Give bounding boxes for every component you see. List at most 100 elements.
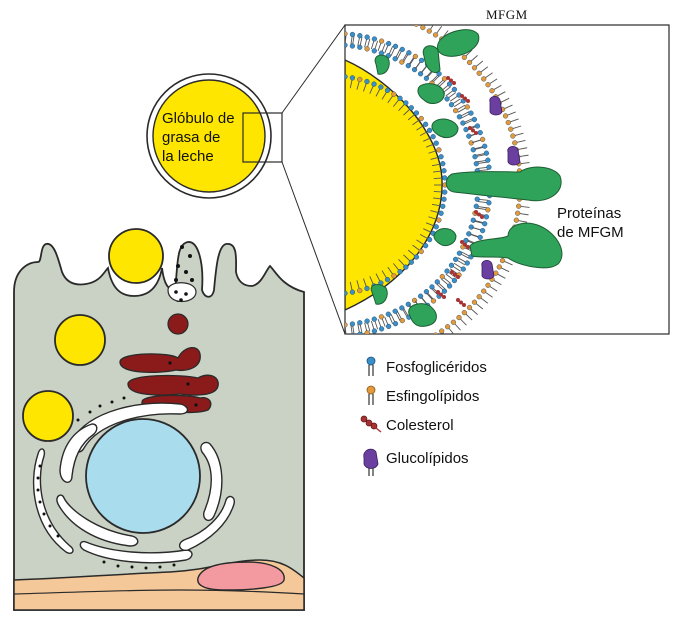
lipid-head xyxy=(484,214,489,219)
lipid-tail xyxy=(382,359,385,369)
lipid-tail xyxy=(389,3,392,13)
glycolipid-purple-icon xyxy=(364,449,378,476)
lipid-tail xyxy=(410,349,415,358)
lipid-head xyxy=(385,88,390,93)
lipid-head xyxy=(379,326,384,331)
lipid-head xyxy=(453,257,458,262)
lipid-head xyxy=(462,310,467,315)
lipid-head xyxy=(414,22,419,27)
lipid-head xyxy=(433,333,438,338)
lipid-head xyxy=(393,13,398,18)
lipid-head xyxy=(500,258,505,263)
lipid-head xyxy=(372,7,377,12)
lipid-tail xyxy=(337,325,338,335)
legend-label-phosphoglycerides: Fosfoglicéridos xyxy=(386,359,487,376)
lipid-head xyxy=(328,335,333,340)
fat-droplet-1 xyxy=(55,315,105,365)
lipid-head xyxy=(486,82,491,87)
lipid-head xyxy=(445,324,450,329)
lipid-head xyxy=(350,32,355,37)
lipid-head xyxy=(487,200,492,205)
lipid-head xyxy=(497,265,502,270)
lipid-head xyxy=(439,329,444,334)
lipid-head xyxy=(400,47,405,52)
lipid-tail xyxy=(410,12,415,21)
lipid-head xyxy=(475,197,480,202)
cholesterol-mark xyxy=(474,131,478,135)
lipid-head xyxy=(465,261,470,266)
lipid-tail xyxy=(367,0,369,8)
lipid-tail xyxy=(352,364,353,374)
lipid-head xyxy=(398,269,403,274)
lipid-head xyxy=(462,55,467,60)
lipid-head xyxy=(457,315,462,320)
lipid-head xyxy=(433,33,438,38)
lipid-head xyxy=(409,105,414,110)
lipid-tail xyxy=(382,1,385,11)
lipid-head xyxy=(393,309,398,314)
cholesterol-mark xyxy=(452,81,456,85)
lipid-head xyxy=(481,289,486,294)
lipid-head xyxy=(379,39,384,44)
lipid-head xyxy=(477,294,482,299)
lipid-head xyxy=(407,347,412,352)
lipid-head xyxy=(385,277,390,282)
lipid-head xyxy=(398,96,403,101)
lipid-head xyxy=(453,108,458,113)
lipid-head xyxy=(335,363,340,368)
lipid-head xyxy=(420,340,425,345)
lipid-tail xyxy=(360,363,362,373)
golgi-vesicle xyxy=(168,314,188,334)
lipid-head xyxy=(328,323,333,328)
lipid-head xyxy=(475,124,480,129)
lipid-head xyxy=(365,6,370,11)
lipid-head xyxy=(335,74,340,79)
lipid-head xyxy=(335,2,340,7)
lipid-head xyxy=(427,29,432,34)
lipid-head xyxy=(391,273,396,278)
legend-label-sphingolipids: Esfingolípidos xyxy=(386,388,479,405)
lipid-head xyxy=(400,349,405,354)
lipid-head xyxy=(445,269,450,274)
globule-label-line-1: Glóbulo de xyxy=(162,110,235,128)
lipid-head xyxy=(403,100,408,105)
lipid-head xyxy=(335,42,340,47)
mfgm-title: MFGM xyxy=(486,7,528,23)
lipid-head xyxy=(328,363,333,368)
cholesterol-mark xyxy=(466,99,470,103)
lipid-tail xyxy=(396,6,400,16)
cholesterol-red-icon xyxy=(361,416,381,432)
lipid-head xyxy=(357,288,362,293)
lipid-tail xyxy=(374,0,377,9)
lipid-head xyxy=(480,137,485,142)
mfgm-zoom-panel xyxy=(328,0,669,376)
sphingolipid-orange-icon xyxy=(367,386,375,405)
lipid-head xyxy=(512,140,517,145)
lipid-head xyxy=(350,333,355,338)
lipid-head xyxy=(472,65,477,70)
lipid-head xyxy=(386,312,391,317)
lipid-head xyxy=(469,225,474,230)
lipid-head xyxy=(469,141,474,146)
lipid-head xyxy=(482,144,487,149)
lipid-head xyxy=(442,190,447,195)
lipid-head xyxy=(434,224,439,229)
lipid-head xyxy=(372,317,377,322)
lipid-tail xyxy=(337,76,338,86)
lipid-head xyxy=(328,73,333,78)
lipid-head xyxy=(461,267,466,272)
lipid-head xyxy=(357,4,362,9)
lipid-head xyxy=(449,102,454,107)
lipid-head xyxy=(386,324,391,329)
lipid-head xyxy=(400,16,405,21)
lipid-head xyxy=(335,334,340,339)
nucleus xyxy=(86,419,200,533)
lipid-head xyxy=(477,71,482,76)
lipid-head xyxy=(478,235,483,240)
lipid-head xyxy=(393,44,398,49)
lipid-head xyxy=(414,111,419,116)
lipid-head xyxy=(510,134,515,139)
lipid-tail xyxy=(360,0,362,7)
lipid-head xyxy=(335,292,340,297)
lipid-head xyxy=(357,361,362,366)
